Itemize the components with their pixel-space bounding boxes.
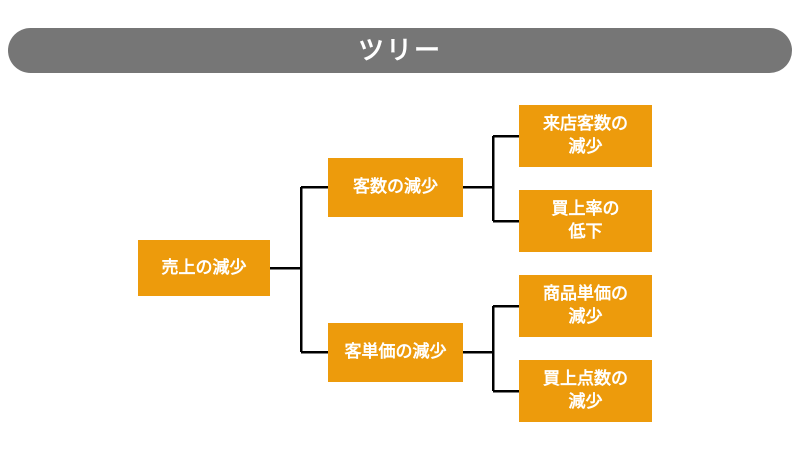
tree-node-root[interactable]: 売上の減少 <box>138 240 270 296</box>
page-title-bar: ツリー <box>8 28 792 73</box>
tree-node-unit-price[interactable]: 商品単価の 減少 <box>519 275 652 337</box>
tree-node-purchase-rate[interactable]: 買上率の 低下 <box>519 190 652 252</box>
tree-node-spend-per-customer[interactable]: 客単価の減少 <box>328 323 463 382</box>
tree-node-items-purchased[interactable]: 買上点数の 減少 <box>519 360 652 422</box>
tree-node-store-visitors[interactable]: 来店客数の 減少 <box>519 105 652 167</box>
page-title: ツリー <box>357 35 442 66</box>
tree-node-customer-count[interactable]: 客数の減少 <box>328 158 463 217</box>
